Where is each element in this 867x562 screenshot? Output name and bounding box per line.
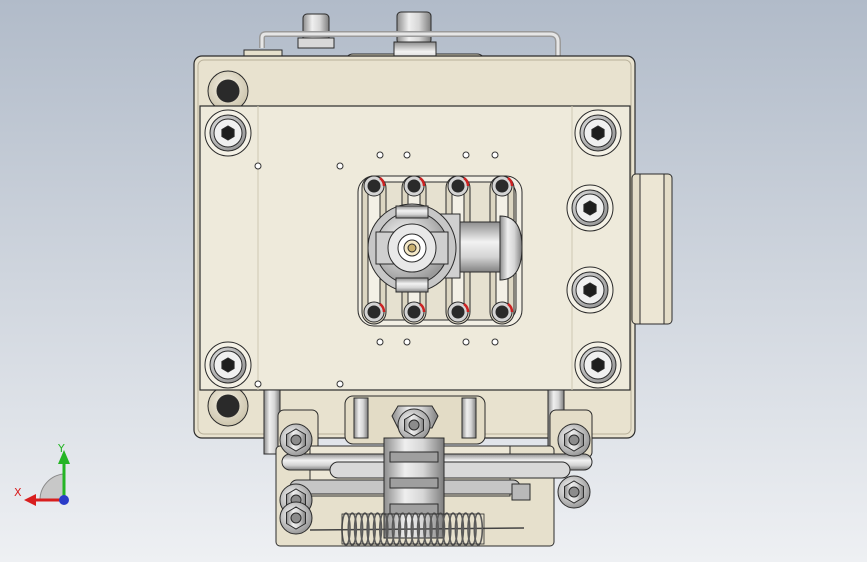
side-block xyxy=(631,173,673,325)
pin-hole xyxy=(336,162,344,170)
pin-hole xyxy=(491,151,499,159)
pivot-bolt xyxy=(279,423,313,457)
spring-coil xyxy=(473,512,484,546)
socket-bolt xyxy=(566,266,614,314)
left-bosses xyxy=(207,70,249,427)
spring-coil xyxy=(397,512,408,546)
center-joint xyxy=(367,203,523,293)
pivot-bolt xyxy=(557,475,591,509)
spring-coil xyxy=(448,512,458,546)
spring-coil xyxy=(360,512,370,546)
y-axis-label: Y xyxy=(57,442,65,455)
spring-coil xyxy=(441,512,452,546)
pivot-bolt xyxy=(397,408,431,442)
pin-hole xyxy=(336,380,344,388)
spring-coil xyxy=(454,512,465,546)
pin-holes xyxy=(254,151,499,388)
spring-coil xyxy=(429,512,440,546)
spring-coil xyxy=(410,512,421,546)
spring-coil xyxy=(372,512,383,546)
pin-hole xyxy=(491,338,499,346)
spring-coil xyxy=(416,512,427,546)
pin-hole xyxy=(376,338,384,346)
pin-hole xyxy=(376,151,384,159)
axis-triad: Y X xyxy=(14,442,70,506)
pin-hole xyxy=(254,162,262,170)
socket-bolt xyxy=(204,341,252,389)
spring-coil xyxy=(347,512,358,546)
socket-head-bolts xyxy=(204,109,622,389)
pin-hole xyxy=(462,338,470,346)
spring-coil xyxy=(391,512,402,546)
pivot-bolt xyxy=(279,501,313,535)
spring-coil xyxy=(460,512,471,546)
z-axis-dot xyxy=(59,495,69,505)
socket-bolt xyxy=(574,109,622,157)
spring-coil xyxy=(378,512,389,546)
pivot-bolt xyxy=(557,423,591,457)
spring-coil xyxy=(435,512,446,546)
x-axis-label: X xyxy=(14,486,22,499)
pin-hole xyxy=(254,380,262,388)
pin-hole xyxy=(403,338,411,346)
spring-coil xyxy=(423,512,433,546)
socket-bolt xyxy=(574,341,622,389)
spring-coil xyxy=(353,512,364,546)
pin-hole xyxy=(403,151,411,159)
pin-hole xyxy=(462,151,470,159)
spring-coil xyxy=(404,512,414,546)
socket-bolt xyxy=(566,184,614,232)
socket-bolt xyxy=(204,109,252,157)
spring-coil xyxy=(366,512,377,546)
spring-coil xyxy=(467,512,477,546)
spring-coil xyxy=(385,512,395,546)
pivot-bolts xyxy=(279,408,591,535)
tension-spring xyxy=(309,512,525,546)
